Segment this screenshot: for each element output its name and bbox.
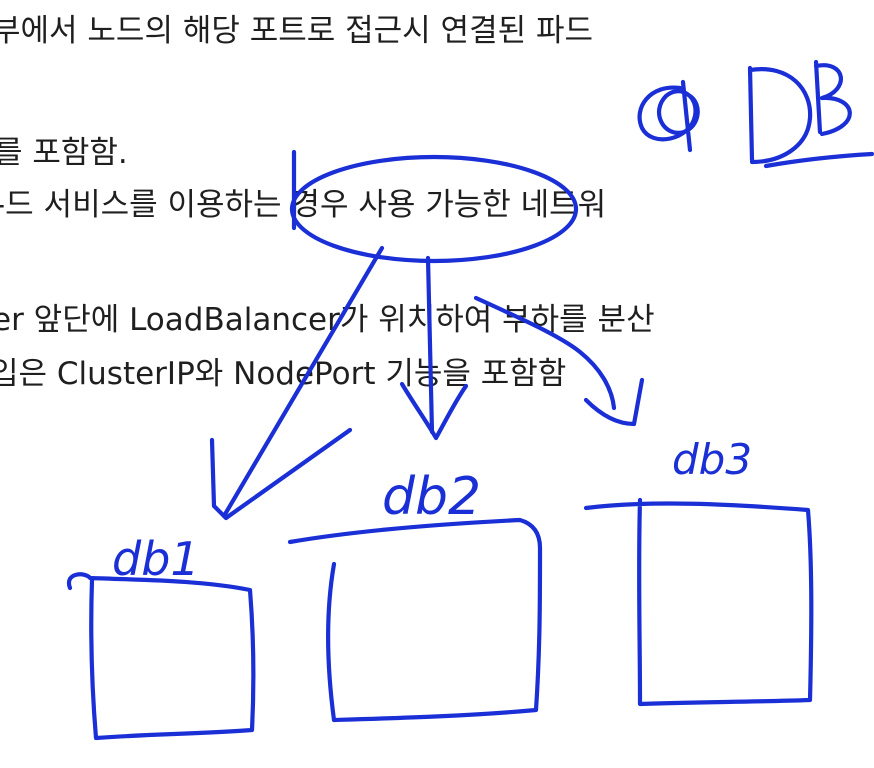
arrow-to-db3-head	[583, 377, 645, 427]
arrow-to-db2	[425, 255, 435, 435]
arrow-to-db1	[221, 245, 385, 519]
text-line-1: 부에서 노드의 해당 포트로 접근시 연결된 파드	[0, 13, 594, 49]
text-line-5: 입은 ClusterIP와 NodePort 기능을 포함함	[0, 356, 567, 392]
db-tail-line	[763, 151, 874, 169]
db3-box	[583, 497, 814, 707]
db-letter-b	[813, 59, 852, 137]
db2-box	[287, 517, 543, 723]
db3-label: db3	[672, 435, 752, 484]
arrow-to-db1-head	[209, 427, 353, 521]
db-letter-d	[747, 65, 813, 165]
db1-label: db1	[112, 532, 200, 586]
text-line-2: 를 포함함.	[0, 135, 128, 171]
text-line-3: -드 서비스를 이용하는 경우 사용 가능한 네트워	[0, 187, 607, 223]
db2-label: db2	[382, 467, 481, 527]
db1-box	[66, 572, 256, 741]
service-ellipse	[289, 154, 579, 264]
arrow-to-db2-head	[399, 381, 469, 441]
arrow-to-db3	[473, 295, 617, 411]
scribble-mark	[637, 79, 700, 153]
